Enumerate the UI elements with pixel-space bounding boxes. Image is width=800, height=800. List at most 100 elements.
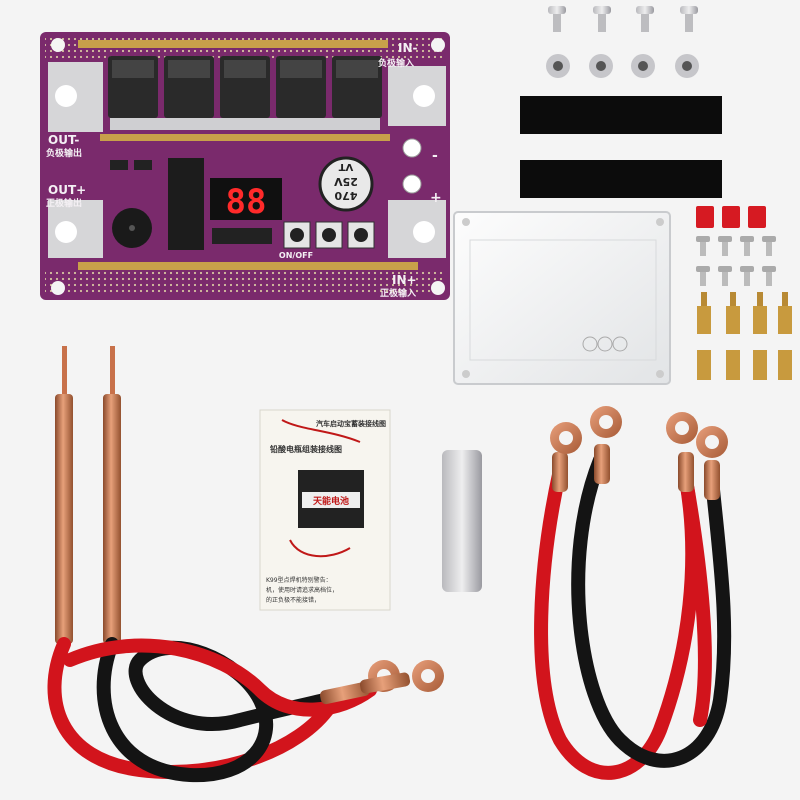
screw-terminal — [402, 138, 422, 158]
screws-and-washers — [546, 6, 699, 78]
crimp-sleeve — [320, 681, 370, 705]
crimp-sleeve — [704, 460, 720, 500]
welding-pen-leads — [47, 346, 444, 783]
pcb-dot-area — [45, 270, 445, 294]
manual-diagram-title: 铅酸电瓶组装接线图 — [269, 444, 342, 454]
label-out-negative: OUT- — [48, 133, 79, 147]
label-out-negative-cn: 负极输出 — [46, 147, 82, 159]
brass-nut — [697, 350, 711, 380]
battery-cables — [534, 406, 732, 780]
small-screw — [696, 266, 710, 286]
mount-hole — [413, 221, 435, 243]
electrode-tip — [110, 346, 115, 396]
mount-hole — [51, 281, 65, 295]
label-in-negative-cn: 负极输入 — [378, 57, 414, 69]
brass-nut — [753, 350, 767, 380]
small-hardware — [696, 206, 792, 380]
screw — [636, 6, 654, 32]
manual-title: 汽车启动宝蓄装接线图 — [316, 419, 386, 428]
spot-welder-board: 88 470 25V VT ON/OFF IN- 负极输入 OUT- 负极输出 … — [40, 32, 450, 300]
acrylic-hole — [582, 336, 598, 352]
ic-chip — [168, 158, 204, 250]
small-screw — [762, 266, 776, 286]
switch-label: ON/OFF — [279, 251, 313, 260]
label-in-positive-cn: 正极输入 — [380, 287, 416, 299]
mount-hole — [431, 38, 445, 52]
red-cap — [696, 206, 714, 228]
manual-warning-line3: 的正负极不能接错， — [266, 596, 320, 604]
mosfet-tab — [112, 60, 154, 78]
nickel-strip — [442, 450, 482, 592]
manual-wire-red — [289, 539, 351, 558]
battery-label-band — [302, 492, 360, 508]
screw — [680, 6, 698, 32]
screw — [548, 6, 566, 32]
mosfet-row — [108, 56, 382, 130]
acrylic-edge — [469, 239, 657, 361]
plus-mark: + — [430, 190, 442, 206]
red-battery-cable-return — [679, 473, 712, 727]
black-battery-cable — [571, 453, 732, 768]
crimp-sleeve — [678, 452, 694, 492]
label-in-positive: IN+ — [392, 273, 417, 287]
copper-bus-top — [78, 40, 388, 48]
ring-lug-hole — [599, 415, 613, 429]
mount-hole — [413, 85, 435, 107]
crimp-sleeve — [552, 452, 568, 492]
small-screw — [740, 236, 754, 256]
label-in-negative: IN- — [398, 41, 418, 55]
mosfet-tab — [280, 60, 322, 78]
ring-lug-hole — [421, 669, 435, 683]
capacitor-value: 470 — [334, 189, 357, 202]
ring-lug-hole — [705, 435, 719, 449]
acrylic-hole — [462, 370, 470, 378]
velcro-strip — [520, 160, 722, 198]
acrylic-hole — [612, 336, 628, 352]
acrylic-sheet — [453, 211, 671, 385]
mount-hole — [51, 38, 65, 52]
minus-mark: - — [432, 148, 438, 164]
push-button-cap[interactable] — [322, 228, 336, 242]
capacitor-series: VT — [339, 161, 354, 172]
push-button-switch[interactable] — [283, 221, 311, 249]
copper-pen-rod — [55, 394, 73, 644]
buzzer-hole — [129, 225, 135, 231]
small-screw — [696, 236, 710, 256]
brass-standoff — [726, 292, 740, 334]
mosfet-tab — [224, 60, 266, 78]
small-screw — [762, 236, 776, 256]
red-lead-cable-loop — [63, 638, 377, 717]
instruction-manual: 汽车启动宝蓄装接线图 铅酸电瓶组装接线图 天能电池 K99型点焊机特别警告： 机… — [259, 409, 391, 611]
red-battery-cable — [534, 463, 700, 780]
velcro-strip — [520, 96, 722, 134]
brass-nut — [726, 350, 740, 380]
push-button-cap[interactable] — [290, 228, 304, 242]
screw — [593, 6, 611, 32]
crimp-sleeve — [594, 444, 610, 484]
push-button-cap[interactable] — [354, 228, 368, 242]
mount-hole — [55, 85, 77, 107]
acrylic-hole — [656, 370, 664, 378]
manual-warning-line2: 机，使用时请追求高档位， — [266, 586, 338, 594]
screw-terminal — [402, 174, 422, 194]
ring-lug-hole — [675, 421, 689, 435]
copper-pen-rod — [103, 394, 121, 644]
copper-bus-middle — [100, 134, 390, 141]
ring-lug-hole — [559, 431, 573, 445]
acrylic-hole — [462, 218, 470, 226]
brass-standoff — [753, 292, 767, 334]
brass-standoff — [697, 292, 711, 334]
smd-component — [110, 160, 128, 170]
copper-bus-bottom — [78, 262, 418, 270]
electrode-tip — [62, 346, 67, 396]
display-digits: 88 — [226, 182, 267, 222]
brass-nut — [778, 350, 792, 380]
smd-component — [134, 160, 152, 170]
push-button-down[interactable] — [315, 221, 343, 249]
acrylic-cover-plate — [453, 211, 671, 385]
small-screw — [718, 236, 732, 256]
red-lead-cable — [47, 637, 337, 779]
red-cap — [722, 206, 740, 228]
capacitor — [318, 156, 374, 212]
